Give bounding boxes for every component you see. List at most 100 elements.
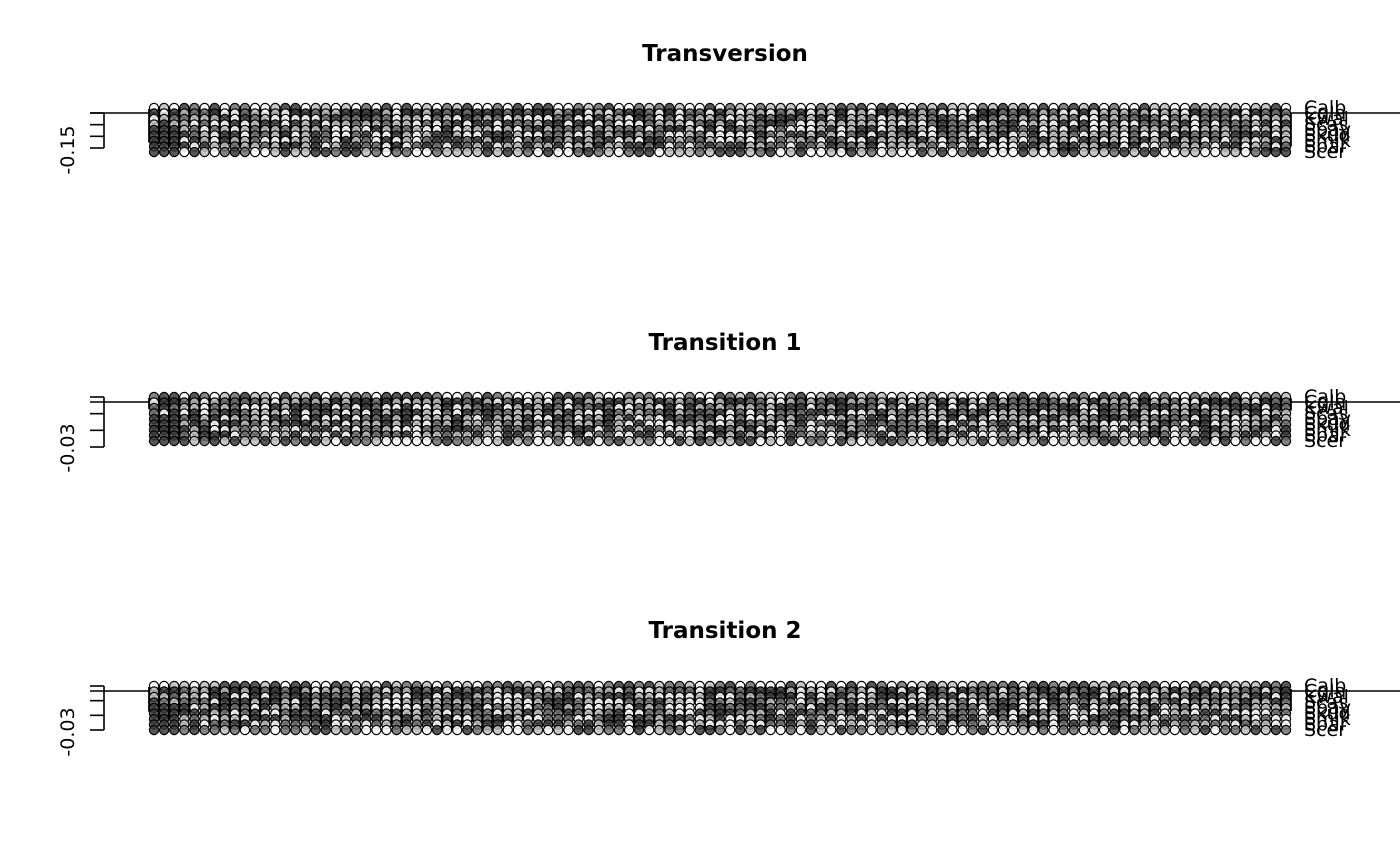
site-point: [1108, 435, 1120, 447]
site-point: [997, 435, 1009, 447]
site-point: [189, 146, 200, 158]
site-point: [199, 724, 210, 736]
site-point: [259, 435, 271, 447]
site-point: [1129, 724, 1140, 736]
site-point: [189, 435, 200, 447]
site-point: [290, 146, 301, 158]
site-point: [947, 435, 958, 447]
site-point: [1199, 724, 1211, 736]
site-point: [361, 724, 372, 736]
site-point: [573, 146, 584, 158]
site-point: [472, 435, 483, 447]
site-point: [815, 146, 827, 158]
site-point: [1220, 435, 1231, 447]
site-point: [1159, 435, 1170, 447]
site-point: [775, 435, 786, 447]
site-point: [886, 435, 898, 447]
site-point: [1179, 724, 1191, 736]
site-point: [340, 146, 352, 158]
site-point: [603, 724, 615, 736]
panel-transversion: Transversion -0.15 CalbCglaKwalScasSbayS…: [57, 41, 1400, 175]
taxon-label: Smik: [1304, 419, 1351, 441]
site-point: [856, 435, 867, 447]
site-point: [532, 146, 544, 158]
site-point: [1179, 435, 1191, 447]
taxon-label: Sbay: [1304, 697, 1351, 719]
site-point: [684, 724, 695, 736]
y-tick-label: -0.15: [57, 125, 79, 174]
site-point: [1189, 435, 1201, 447]
site-point: [704, 146, 716, 158]
site-point: [1018, 146, 1029, 158]
site-point: [714, 435, 726, 447]
site-point: [219, 435, 230, 447]
site-point: [553, 435, 564, 447]
site-point: [1149, 435, 1160, 447]
site-point: [229, 435, 241, 447]
site-point: [179, 724, 190, 736]
site-point: [330, 146, 342, 158]
site-point: [391, 146, 402, 158]
site-point: [866, 724, 877, 736]
site-point: [765, 146, 776, 158]
site-point: [947, 146, 958, 158]
site-point: [320, 146, 332, 158]
site-point: [1159, 146, 1170, 158]
site-point: [987, 435, 999, 447]
site-point: [775, 724, 786, 736]
site-point: [1119, 435, 1130, 447]
site-point: [704, 435, 716, 447]
taxon-label: Calb: [1304, 97, 1346, 119]
panel-transition-2: Transition 2 -0.03 CalbCglaKwalScasSbayS…: [57, 618, 1400, 757]
site-point: [502, 146, 513, 158]
site-point: [644, 146, 655, 158]
site-point: [785, 146, 796, 158]
taxon-label: Calb: [1304, 675, 1346, 697]
site-point: [320, 724, 332, 736]
site-point: [209, 146, 220, 158]
site-point: [310, 146, 321, 158]
site-point: [229, 146, 241, 158]
site-point: [583, 146, 594, 158]
site-point: [724, 435, 736, 447]
site-point: [553, 146, 564, 158]
taxon-label: Spar: [1304, 425, 1348, 447]
site-point: [977, 146, 988, 158]
site-point: [158, 146, 170, 158]
site-point: [613, 724, 625, 736]
site-point: [492, 146, 503, 158]
site-point: [249, 146, 261, 158]
site-point: [583, 724, 594, 736]
site-point: [169, 146, 180, 158]
taxon-label: Kwal: [1304, 108, 1349, 130]
site-point: [805, 724, 817, 736]
site-point: [633, 724, 645, 736]
site-point: [441, 724, 453, 736]
site-point: [1210, 435, 1221, 447]
site-point: [1078, 435, 1090, 447]
site-point: [674, 724, 685, 736]
site-point: [361, 146, 372, 158]
site-point: [401, 435, 412, 447]
site-point: [1028, 435, 1039, 447]
site-point: [542, 435, 554, 447]
site-point: [937, 724, 948, 736]
site-point: [259, 146, 271, 158]
site-point: [937, 146, 948, 158]
site-point: [462, 724, 473, 736]
site-point: [896, 435, 908, 447]
site-point: [1280, 146, 1292, 158]
site-point: [866, 146, 877, 158]
site-point: [1098, 146, 1110, 158]
site-point: [765, 724, 776, 736]
site-point: [735, 146, 746, 158]
site-point: [886, 146, 898, 158]
site-point: [1108, 724, 1120, 736]
site-point: [694, 146, 705, 158]
site-point: [1018, 435, 1029, 447]
y-tick-label: -0.03: [57, 423, 79, 472]
site-point: [249, 724, 261, 736]
site-point: [815, 435, 827, 447]
site-point: [694, 724, 705, 736]
site-point: [441, 435, 453, 447]
